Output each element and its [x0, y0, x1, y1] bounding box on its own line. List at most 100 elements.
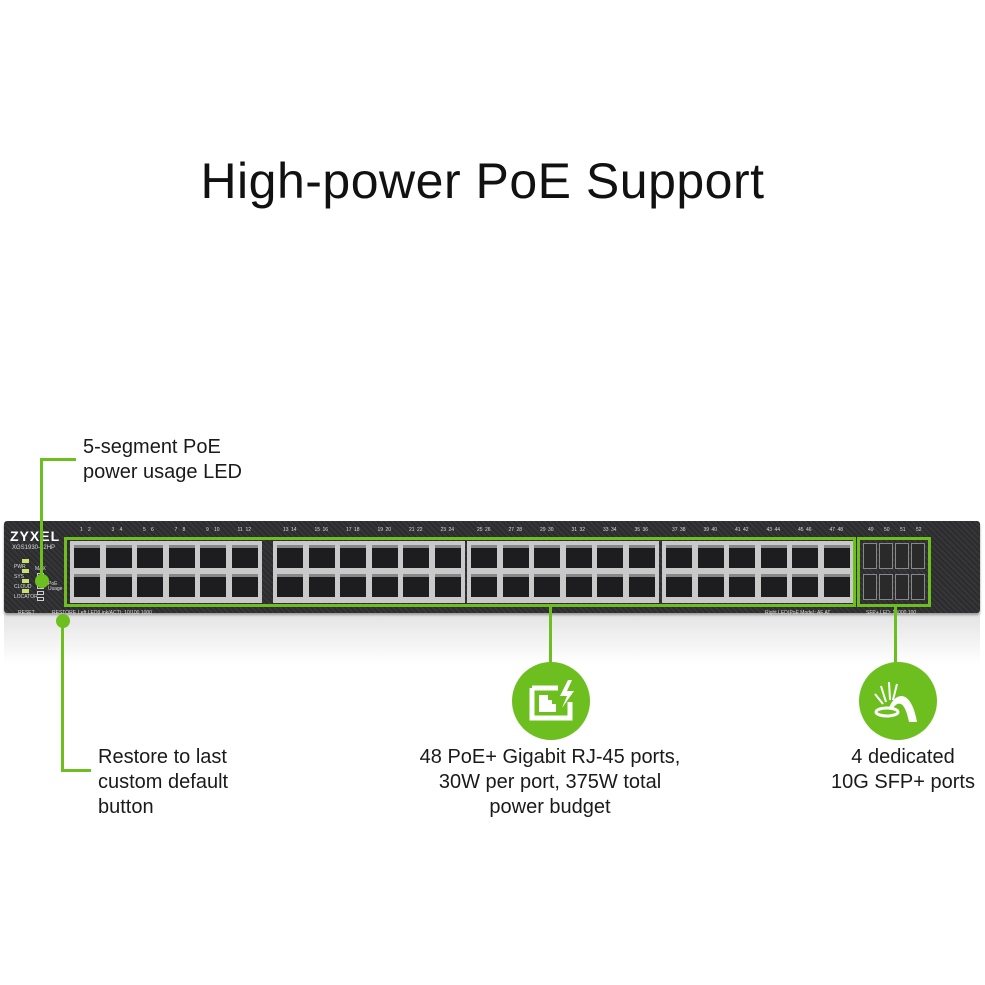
rj45-port[interactable]: [434, 545, 461, 568]
port-number: 31: [571, 527, 578, 533]
led-label: PWR: [14, 564, 26, 570]
callout-text: Restore to last: [98, 746, 227, 768]
sfp-port[interactable]: [911, 543, 925, 569]
led-label: LOCATOR: [14, 594, 38, 600]
rj45-port[interactable]: [403, 574, 429, 597]
port-number: 5: [143, 527, 146, 533]
rj45-port[interactable]: [792, 545, 818, 568]
port-number: 20: [385, 527, 392, 533]
rj45-port[interactable]: [666, 574, 692, 597]
rj45-port[interactable]: [565, 545, 592, 568]
poe-usage-led: [37, 597, 44, 601]
port-number: 10: [214, 527, 220, 533]
port-number: 28: [516, 527, 523, 533]
sfp-port[interactable]: [863, 543, 877, 569]
port-number: 37: [672, 527, 678, 533]
rj45-port[interactable]: [697, 545, 724, 568]
port-number: 29: [540, 527, 546, 533]
rj45-port[interactable]: [666, 545, 692, 568]
rj45-port[interactable]: [105, 574, 132, 597]
port-number: 39: [703, 527, 710, 533]
sfp-port[interactable]: [895, 543, 909, 569]
rj45-port[interactable]: [231, 574, 258, 597]
port-number: 7: [174, 527, 178, 533]
port-group: [70, 541, 262, 603]
rj45-port[interactable]: [200, 545, 226, 568]
rj45-port[interactable]: [137, 545, 163, 568]
rj45-port[interactable]: [597, 574, 623, 597]
restore-button[interactable]: RESTORE: [52, 610, 77, 616]
port-number: 24: [448, 527, 455, 533]
rj45-port[interactable]: [760, 574, 787, 597]
rj45-port[interactable]: [74, 545, 100, 568]
led-label: SYS: [14, 574, 25, 580]
port-number: 2: [88, 527, 91, 533]
port-group: [662, 541, 854, 603]
rj45-port[interactable]: [371, 545, 398, 568]
port-number: 33: [603, 527, 609, 533]
port-number: 13: [283, 527, 289, 533]
rj45-port[interactable]: [371, 574, 398, 597]
port-number: 50: [884, 527, 890, 533]
rj45-port[interactable]: [628, 574, 655, 597]
port-group: [467, 541, 659, 603]
port-number: 46: [806, 527, 812, 533]
rj45-port[interactable]: [403, 545, 429, 568]
callout-ports: 48 PoE+ Gigabit RJ-45 ports, 30W per por…: [370, 745, 730, 820]
port-number: 16: [322, 527, 329, 533]
port-number: 43: [766, 527, 773, 533]
port-number: 1: [80, 527, 83, 533]
rj45-port[interactable]: [729, 574, 755, 597]
callout-restore: Restore to last custom default button: [98, 745, 228, 820]
port-number: 21: [409, 527, 415, 533]
sfp-port[interactable]: [895, 574, 909, 600]
sfp-port[interactable]: [879, 574, 893, 600]
rj45-port[interactable]: [471, 574, 497, 597]
rj45-port[interactable]: [823, 574, 850, 597]
rj45-port[interactable]: [628, 545, 655, 568]
port-number: 8: [182, 527, 186, 533]
port-number: 25: [477, 527, 483, 533]
rj45-port[interactable]: [340, 574, 366, 597]
port-number: 40: [711, 527, 718, 533]
rj45-port[interactable]: [168, 545, 195, 568]
rj45-port[interactable]: [760, 545, 787, 568]
port-number: 23: [440, 527, 447, 533]
rj45-port[interactable]: [534, 545, 560, 568]
poe-port-icon: [512, 662, 590, 740]
rj45-port[interactable]: [308, 545, 335, 568]
rj45-port[interactable]: [697, 574, 724, 597]
rj45-port[interactable]: [471, 545, 497, 568]
callout-text: 4 dedicated: [851, 746, 955, 768]
rj45-port[interactable]: [200, 574, 226, 597]
sfp-highlight: [857, 537, 931, 607]
port-number: 42: [743, 527, 749, 533]
port-number: 14: [291, 527, 297, 533]
rj45-port[interactable]: [502, 574, 529, 597]
rj45-port[interactable]: [502, 545, 529, 568]
rj45-port[interactable]: [74, 574, 100, 597]
rj45-port[interactable]: [277, 545, 303, 568]
callout-text: 30W per port, 375W total: [438, 771, 662, 793]
rj45-port[interactable]: [597, 545, 623, 568]
rj45-port[interactable]: [534, 574, 560, 597]
port-number: 47: [829, 527, 836, 533]
rj45-port[interactable]: [137, 574, 163, 597]
rj45-port[interactable]: [105, 545, 132, 568]
sfp-led-legend: SFP+ LED: 10000 100: [866, 610, 917, 616]
rj45-port[interactable]: [308, 574, 335, 597]
sfp-port[interactable]: [879, 543, 893, 569]
rj45-port[interactable]: [823, 545, 850, 568]
sfp-port[interactable]: [863, 574, 877, 600]
rj45-port[interactable]: [277, 574, 303, 597]
rj45-port[interactable]: [434, 574, 461, 597]
rj45-port[interactable]: [231, 545, 258, 568]
callout-line: [61, 620, 64, 772]
sfp-port[interactable]: [911, 574, 925, 600]
rj45-port[interactable]: [565, 574, 592, 597]
rj45-port[interactable]: [168, 574, 195, 597]
rj45-port[interactable]: [729, 545, 755, 568]
port-number: 51: [900, 527, 906, 533]
rj45-port[interactable]: [340, 545, 366, 568]
rj45-port[interactable]: [792, 574, 818, 597]
